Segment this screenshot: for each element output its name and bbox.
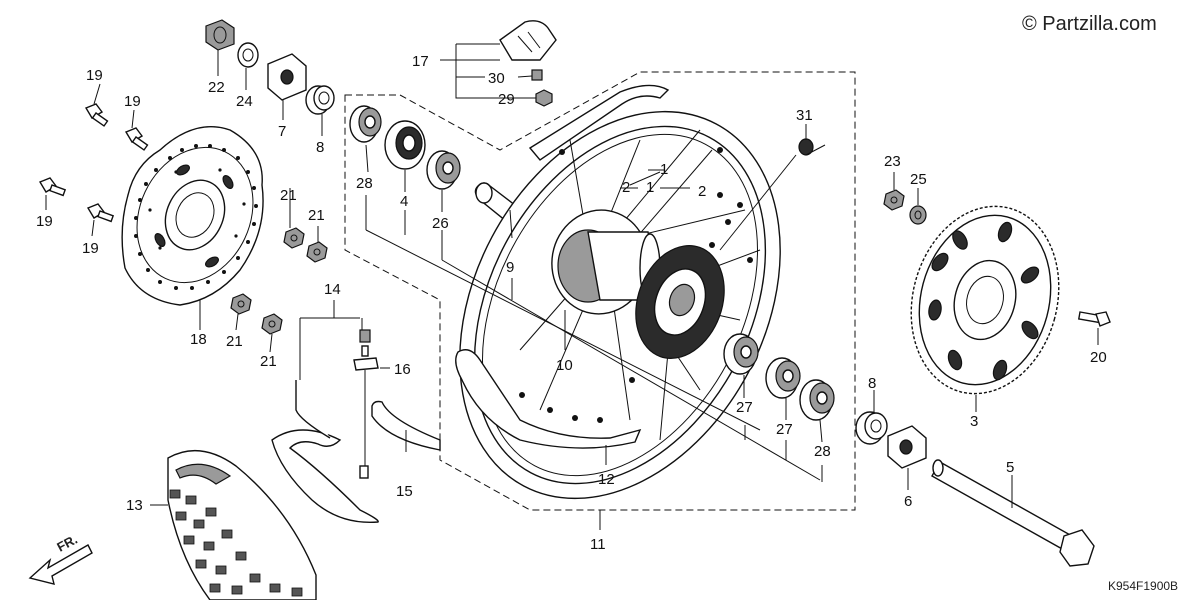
callout-22: 22 <box>208 79 225 96</box>
rear-sprocket <box>910 205 1060 395</box>
callout-14: 14 <box>324 281 341 298</box>
callout-21: 21 <box>260 353 277 370</box>
callout-4: 4 <box>400 193 408 210</box>
watermark-text: © Partzilla.com <box>1022 13 1157 35</box>
callout-19: 19 <box>82 240 99 257</box>
callout-21: 21 <box>280 187 297 204</box>
callout-19: 19 <box>124 93 141 110</box>
callout-1: 1 <box>660 161 668 178</box>
tube-valve <box>353 329 379 479</box>
callout-15: 15 <box>396 483 413 500</box>
inner-tube <box>271 380 379 524</box>
wheel-bearing <box>426 150 461 190</box>
callout-25: 25 <box>910 171 927 188</box>
sprocket-nut <box>883 189 905 211</box>
chain-adjuster <box>267 53 307 101</box>
disc-bolt <box>84 103 109 127</box>
rear-axle <box>931 459 1095 567</box>
diagram-code: K954F1900B <box>1108 579 1178 593</box>
axle-nut <box>205 19 235 51</box>
callout-27: 27 <box>736 399 753 416</box>
callout-2: 2 <box>698 183 706 200</box>
callout-27: 27 <box>776 421 793 438</box>
callout-29: 29 <box>498 91 515 108</box>
chain-guard-bracket <box>499 20 557 61</box>
callout-28: 28 <box>814 443 831 460</box>
callout-26: 26 <box>432 215 449 232</box>
wheel-bearing <box>765 357 801 399</box>
rim-upper-section <box>528 84 670 161</box>
flange-nut <box>283 227 305 249</box>
sprocket-holder <box>384 120 426 170</box>
chain-adjuster <box>887 425 927 469</box>
disc-bolt <box>86 203 115 223</box>
callout-24: 24 <box>236 93 253 110</box>
callout-21: 21 <box>308 207 325 224</box>
callout-23: 23 <box>884 153 901 170</box>
washer <box>237 42 259 68</box>
sprocket-washer <box>909 205 927 225</box>
front-direction-arrow-icon <box>28 544 93 585</box>
callout-11: 11 <box>590 536 606 553</box>
rim-lower-section <box>455 349 642 449</box>
sprocket-bolt <box>1077 311 1111 327</box>
callout-2: 2 <box>622 179 630 196</box>
flange-nut <box>306 241 328 263</box>
callout-3: 3 <box>970 413 978 430</box>
wheel-bearing <box>723 333 759 375</box>
bracket-bolt <box>531 69 543 81</box>
callout-19: 19 <box>36 213 53 230</box>
wheel-assembly-outline <box>344 71 856 511</box>
dust-seal <box>799 379 835 421</box>
rear-wheel <box>459 110 781 500</box>
flange-nut <box>230 293 252 315</box>
callout-30: 30 <box>488 70 505 87</box>
callout-8: 8 <box>868 375 876 392</box>
callout-13: 13 <box>126 497 143 514</box>
callout-7: 7 <box>278 123 286 140</box>
callout-19: 19 <box>86 67 103 84</box>
callout-16: 16 <box>394 361 411 378</box>
side-collar <box>855 411 888 445</box>
callout-8: 8 <box>316 139 324 156</box>
leader-lines <box>45 43 1099 530</box>
callout-28: 28 <box>356 175 373 192</box>
callout-6: 6 <box>904 493 912 510</box>
callout-9: 9 <box>506 259 514 276</box>
rim-band <box>371 400 441 451</box>
wheel-bearing <box>349 105 382 143</box>
disc-bolt <box>124 127 149 151</box>
disc-bolt <box>38 177 67 197</box>
callout-labels: 19 19 19 19 18 22 24 7 8 21 21 21 21 14 … <box>36 53 1107 553</box>
flange-nut <box>261 313 283 335</box>
callout-1: 1 <box>646 179 654 196</box>
callout-20: 20 <box>1090 349 1107 366</box>
callout-5: 5 <box>1006 459 1014 476</box>
callout-21: 21 <box>226 333 243 350</box>
callout-18: 18 <box>190 331 207 348</box>
rear-tire <box>167 449 317 600</box>
callout-12: 12 <box>598 471 615 488</box>
bracket-nut <box>535 89 553 107</box>
brake-disc <box>121 126 264 306</box>
callout-17: 17 <box>412 53 429 70</box>
side-collar <box>305 85 335 115</box>
callout-31: 31 <box>796 107 813 124</box>
callout-10: 10 <box>556 357 573 374</box>
